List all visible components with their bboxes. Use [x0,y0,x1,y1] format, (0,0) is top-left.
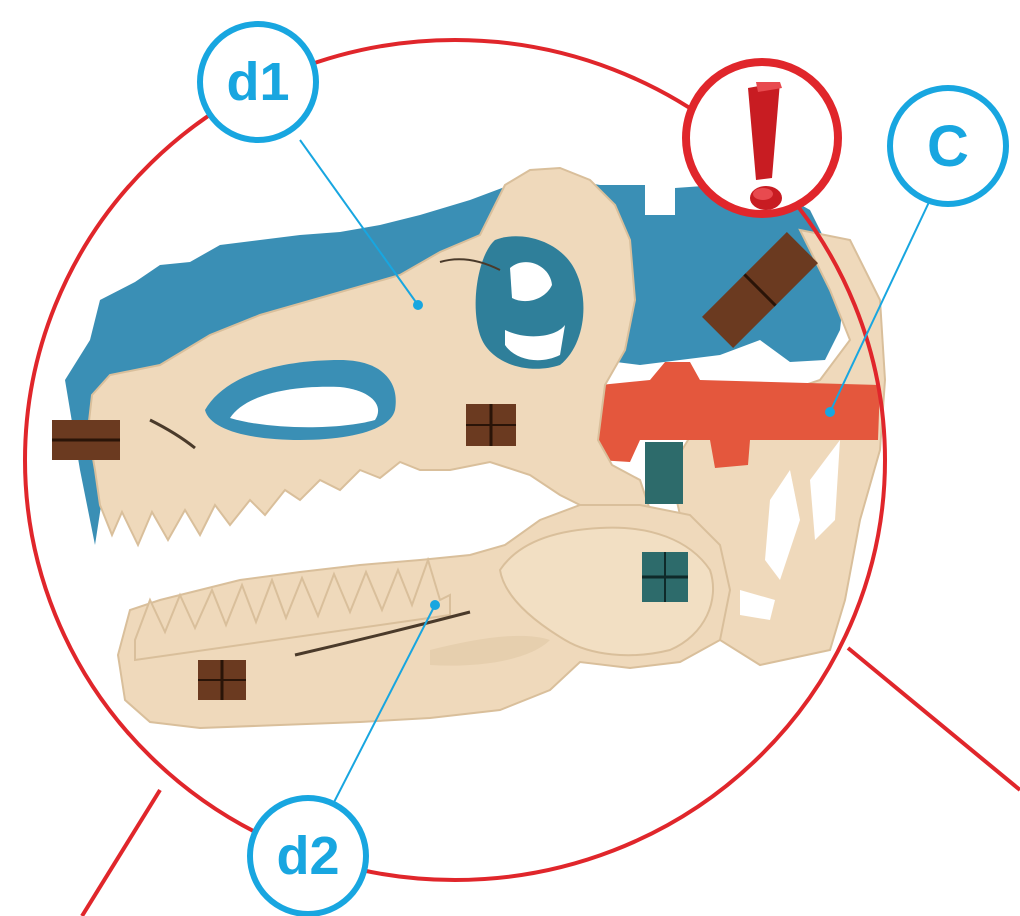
callout-d1-dot [413,300,423,310]
zoom-leader-line-left [82,790,160,916]
peg-teal-joint [642,552,688,602]
callout-d1: d1 [200,24,316,140]
callout-d2: d2 [250,798,366,914]
callout-d2-dot [430,600,440,610]
peg-teal-vertical [645,442,683,504]
callout-d2-label: d2 [276,826,339,886]
callout-c-label: C [927,114,969,179]
peg-skull-center [466,404,516,446]
callout-c: C [890,88,1006,204]
peg-lower-jaw [198,660,246,700]
exclamation-warning-icon [686,62,838,214]
callout-c-dot [825,407,835,417]
zoom-leader-line-right [848,648,1020,790]
peg-left-snout [52,420,120,460]
callout-d1-label: d1 [226,52,289,112]
